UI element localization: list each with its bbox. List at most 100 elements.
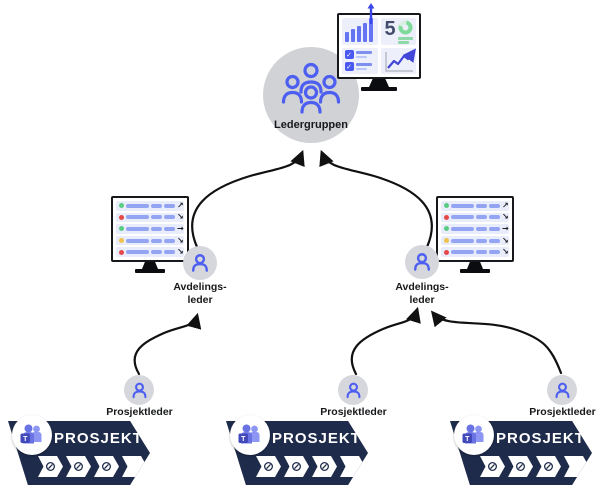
trend-down-icon: ↘ bbox=[502, 212, 509, 222]
phase-done-icon bbox=[320, 462, 329, 471]
checkbox-checked-icon: ✓ bbox=[344, 50, 354, 59]
status-dot-yellow bbox=[444, 238, 449, 244]
trend-flat-icon: → bbox=[177, 223, 184, 233]
monitor-stand bbox=[369, 79, 389, 87]
status-dot-red bbox=[444, 214, 449, 220]
person-icon bbox=[414, 253, 430, 271]
trend-down-icon: ↘ bbox=[502, 235, 509, 245]
status-dot-red bbox=[119, 214, 124, 220]
checklist-row: ✓ bbox=[344, 50, 376, 59]
monitor-stand-base bbox=[460, 269, 490, 273]
status-monitor-right: ↗ ↘ → ↘ ↘ bbox=[436, 196, 514, 273]
green-text-line bbox=[398, 41, 409, 44]
monitor-stand-base bbox=[135, 269, 165, 273]
phase-done-icon bbox=[46, 462, 55, 471]
bar-chart-icon bbox=[345, 2, 375, 42]
leadership-group-label: Ledergruppen bbox=[274, 119, 348, 131]
department-leader-right-label: Avdelings- leder bbox=[395, 281, 449, 307]
monitor-stand-base bbox=[361, 87, 397, 91]
connector-right-avd-to-leader bbox=[319, 149, 433, 249]
project-title: PROSJEKT bbox=[496, 430, 585, 447]
phase-chevron bbox=[564, 456, 589, 477]
project-leader-3-avatar bbox=[547, 375, 577, 405]
phase-chevron bbox=[122, 456, 147, 477]
bar-chart-widget bbox=[342, 2, 378, 45]
phase-done-icon bbox=[264, 462, 273, 471]
status-row: ↘ bbox=[116, 247, 184, 257]
phase-done-icon bbox=[488, 462, 497, 471]
status-list-screen: ↗ ↘ → ↘ ↘ bbox=[436, 196, 514, 262]
team-group-icon bbox=[281, 62, 341, 114]
status-row: ↗ bbox=[116, 201, 184, 211]
status-row: → bbox=[116, 224, 184, 234]
project-leader-2-label: Prosjektleder bbox=[320, 406, 387, 418]
trend-up-icon: ↗ bbox=[177, 200, 184, 210]
status-row: → bbox=[441, 224, 509, 234]
person-icon bbox=[132, 382, 146, 398]
phase-chevron-done bbox=[480, 456, 505, 477]
status-row: ↘ bbox=[441, 247, 509, 257]
project-phase-track bbox=[480, 456, 592, 477]
phase-done-icon bbox=[74, 462, 83, 471]
connector-pl1-to-left-avd bbox=[133, 312, 202, 376]
kpi-value: 5 bbox=[384, 18, 396, 40]
project-banner-1: PROSJEKT T bbox=[8, 415, 150, 485]
phase-done-icon bbox=[292, 462, 301, 471]
trend-line-up-icon bbox=[385, 47, 416, 71]
project-banner-3: PROSJEKT T bbox=[450, 415, 592, 485]
phase-chevron-done bbox=[312, 456, 337, 477]
status-dot-red bbox=[444, 249, 449, 255]
leadership-group-circle: Ledergruppen bbox=[263, 47, 359, 143]
dashboard-screen: 5 ✓ ✓ bbox=[337, 2, 421, 79]
status-row: ↘ bbox=[441, 235, 509, 246]
green-text-line bbox=[398, 37, 413, 40]
teams-icon: T bbox=[20, 424, 42, 444]
phase-done-icon bbox=[516, 462, 525, 471]
phase-chevron-done bbox=[66, 456, 91, 477]
status-monitor-left: ↗ ↘ → ↘ ↘ bbox=[111, 196, 189, 273]
kpi-number-widget: 5 bbox=[380, 18, 416, 45]
status-row: ↘ bbox=[116, 212, 184, 223]
connector-pl2-to-right-avd bbox=[350, 306, 421, 376]
trend-flat-icon: → bbox=[502, 223, 509, 233]
svg-text:T: T bbox=[23, 436, 28, 443]
trend-down-icon: ↘ bbox=[177, 212, 184, 222]
department-leader-left-label: Avdelings- leder bbox=[173, 281, 227, 307]
status-row: ↘ bbox=[116, 235, 184, 246]
teams-icon: T bbox=[238, 424, 260, 444]
trend-line-widget bbox=[380, 47, 416, 74]
phase-chevron bbox=[340, 456, 365, 477]
status-dot-green bbox=[119, 203, 124, 209]
phase-chevron-done bbox=[94, 456, 119, 477]
status-list-screen: ↗ ↘ → ↘ ↘ bbox=[111, 196, 189, 262]
checkbox-checked-icon: ✓ bbox=[344, 62, 354, 71]
project-phase-track bbox=[38, 456, 150, 477]
connector-pl3-to-right-avd bbox=[430, 310, 563, 375]
trend-down-icon: ↘ bbox=[502, 247, 509, 257]
person-icon bbox=[192, 254, 208, 272]
teams-icon: T bbox=[462, 424, 484, 444]
svg-text:T: T bbox=[241, 436, 246, 443]
status-dot-red bbox=[119, 249, 124, 255]
project-leader-1-avatar bbox=[124, 375, 154, 405]
svg-text:T: T bbox=[465, 436, 470, 443]
person-icon bbox=[346, 382, 360, 398]
project-leader-2-avatar bbox=[338, 375, 368, 405]
status-dot-green bbox=[444, 203, 449, 209]
phase-chevron-done bbox=[284, 456, 309, 477]
status-row: ↗ bbox=[441, 201, 509, 211]
phase-chevron-done bbox=[536, 456, 561, 477]
status-dot-green bbox=[119, 226, 124, 232]
phase-done-icon bbox=[544, 462, 553, 471]
trend-up-icon: ↗ bbox=[502, 200, 509, 210]
project-title: PROSJEKT bbox=[54, 430, 143, 447]
monitor-stand bbox=[142, 262, 158, 269]
connector-left-avd-to-leader bbox=[191, 149, 305, 249]
person-icon bbox=[555, 382, 569, 398]
monitor-stand bbox=[467, 262, 483, 269]
project-title: PROSJEKT bbox=[272, 430, 361, 447]
project-leader-1-label: Prosjektleder bbox=[106, 406, 173, 418]
phase-chevron-done bbox=[256, 456, 281, 477]
